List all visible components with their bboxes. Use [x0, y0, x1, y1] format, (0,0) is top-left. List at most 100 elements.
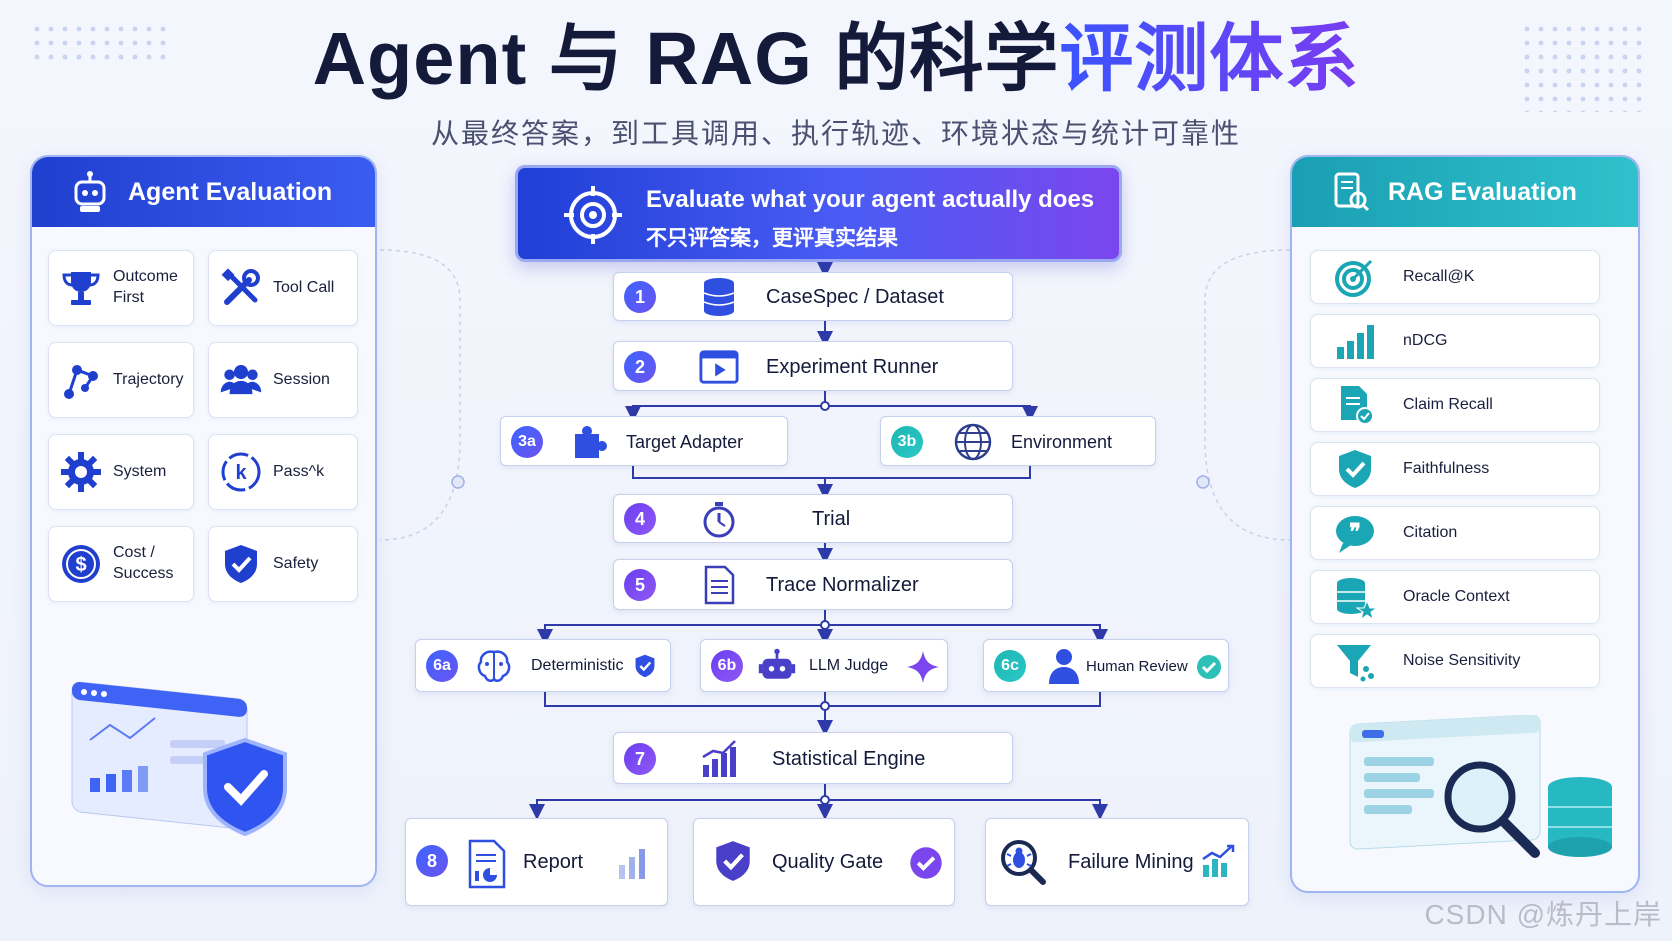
database-icon — [699, 277, 739, 317]
quote-bubble-icon: ❞ — [1325, 506, 1385, 560]
check-circle-icon — [906, 843, 946, 883]
rag-panel-header: RAG Evaluation — [1292, 157, 1638, 227]
agent-item-system[interactable]: System — [48, 434, 194, 510]
step-label: Deterministic — [531, 657, 624, 674]
robot-icon — [757, 646, 797, 686]
step-trace-normalizer[interactable]: 5 Trace Normalizer — [613, 559, 1013, 610]
agent-item-label: Pass^k — [273, 462, 325, 480]
step-badge: 4 — [624, 503, 656, 535]
agent-item-label: Outcome First — [113, 268, 178, 306]
shield-check-icon — [628, 648, 662, 684]
agent-item-outcome-first[interactable]: Outcome First — [48, 250, 194, 326]
step-label: Target Adapter — [626, 432, 744, 452]
step-badge: 6c — [994, 650, 1026, 682]
banner-title: Evaluate what your agent actually does — [646, 186, 1095, 213]
agent-item-cost-success[interactable]: $ Cost / Success — [48, 526, 194, 602]
rag-item-label: Recall@K — [1403, 268, 1475, 285]
step-environment[interactable]: 3b Environment — [880, 416, 1156, 466]
step-label: Statistical Engine — [772, 748, 926, 770]
database-star-icon — [1325, 570, 1385, 624]
watermark: CSDN @炼丹上岸 — [1424, 899, 1662, 930]
page-title: Agent 与 RAG 的科学评测体系 — [312, 17, 1360, 100]
agent-item-label: System — [113, 462, 167, 480]
growth-chart-icon — [699, 739, 739, 779]
rag-item-label: Citation — [1403, 524, 1458, 541]
globe-icon — [953, 422, 993, 462]
rag-item-claim-recall[interactable]: Claim Recall — [1310, 378, 1600, 432]
step-report[interactable]: 8 Report — [405, 818, 668, 906]
puzzle-icon — [569, 422, 609, 462]
document-check-icon — [1325, 378, 1385, 432]
step-llm-judge[interactable]: 6b LLM Judge — [700, 639, 948, 692]
step-target-adapter[interactable]: 3a Target Adapter — [500, 416, 788, 466]
search-database-illustration — [1349, 715, 1612, 858]
step-badge: 3a — [511, 426, 543, 458]
step-trial[interactable]: 4 Trial — [613, 494, 1013, 543]
agent-item-pass-k[interactable]: k Pass^k — [208, 434, 358, 510]
video-play-icon — [699, 347, 739, 387]
page-subtitle: 从最终答案，到工具调用、执行轨迹、环境状态与统计可靠性 — [430, 118, 1241, 149]
brain-icon — [474, 646, 514, 686]
step-label: Trace Normalizer — [766, 574, 919, 596]
agent-item-label: Trajectory — [113, 370, 184, 388]
rag-item-label: Noise Sensitivity — [1403, 652, 1521, 669]
trophy-icon — [59, 266, 103, 310]
agent-item-label: Session — [273, 370, 330, 388]
step-badge: 1 — [624, 281, 656, 313]
sparkle-icon — [903, 647, 943, 687]
evaluate-banner: Evaluate what your agent actually does 不… — [515, 165, 1122, 262]
rag-item-label: Claim Recall — [1403, 396, 1493, 413]
step-human-review[interactable]: 6c Human Review — [983, 639, 1229, 692]
report-document-icon — [464, 839, 508, 889]
decorative-dots-right — [1520, 22, 1650, 112]
banner-subtitle: 不只评答案，更评真实结果 — [646, 227, 898, 250]
target-icon — [1325, 250, 1385, 304]
step-experiment-runner[interactable]: 2 Experiment Runner — [613, 341, 1013, 391]
rag-item-oracle-context[interactable]: Oracle Context — [1310, 570, 1600, 624]
decorative-dots-left — [30, 22, 170, 62]
agent-item-safety[interactable]: Safety — [208, 526, 358, 602]
agent-item-session[interactable]: Session — [208, 342, 358, 418]
rag-item-recall-at-k[interactable]: Recall@K — [1310, 250, 1600, 304]
rag-item-ndcg[interactable]: nDCG — [1310, 314, 1600, 368]
step-badge: 5 — [624, 569, 656, 601]
tools-icon — [219, 266, 263, 310]
step-quality-gate[interactable]: Quality Gate — [693, 818, 955, 906]
step-label: Human Review — [1086, 658, 1188, 675]
funnel-icon — [1325, 634, 1385, 688]
svg-text:❞: ❞ — [1349, 519, 1361, 544]
trajectory-icon — [59, 358, 103, 402]
bug-search-icon — [998, 835, 1048, 891]
step-deterministic[interactable]: 6a Deterministic — [415, 639, 671, 692]
rag-item-label: Faithfulness — [1403, 460, 1490, 477]
step-badge: 7 — [624, 743, 656, 775]
step-statistical-engine[interactable]: 7 Statistical Engine — [613, 732, 1013, 784]
step-label: Quality Gate — [772, 851, 884, 873]
agent-item-trajectory[interactable]: Trajectory — [48, 342, 194, 418]
gear-icon — [59, 450, 103, 494]
bar-chart-icon — [1325, 314, 1385, 368]
rag-item-label: nDCG — [1403, 332, 1448, 349]
step-failure-mining[interactable]: Failure Mining — [985, 818, 1249, 906]
crosshair-target-icon — [564, 186, 622, 244]
users-icon — [219, 358, 263, 402]
step-casespec-dataset[interactable]: 1 CaseSpec / Dataset — [613, 272, 1013, 321]
rag-item-noise-sensitivity[interactable]: Noise Sensitivity — [1310, 634, 1600, 688]
rag-item-citation[interactable]: ❞ Citation — [1310, 506, 1600, 560]
svg-text:k: k — [235, 462, 247, 484]
agent-item-label: Cost / Success — [113, 544, 174, 582]
step-label: CaseSpec / Dataset — [766, 286, 944, 308]
step-label: Report — [523, 851, 584, 873]
svg-text:$: $ — [75, 554, 86, 576]
rag-panel-title: RAG Evaluation — [1388, 177, 1577, 206]
step-label: Environment — [1011, 432, 1113, 452]
agent-item-tool-call[interactable]: Tool Call — [208, 250, 358, 326]
k-dial-icon: k — [219, 450, 263, 494]
agent-panel-header: Agent Evaluation — [32, 157, 375, 227]
step-badge: 8 — [416, 845, 448, 877]
step-badge: 6a — [426, 650, 458, 682]
step-label: LLM Judge — [809, 657, 889, 674]
rag-item-faithfulness[interactable]: Faithfulness — [1310, 442, 1600, 496]
trend-chart-icon — [1198, 841, 1238, 881]
shield-check-icon — [219, 542, 263, 586]
